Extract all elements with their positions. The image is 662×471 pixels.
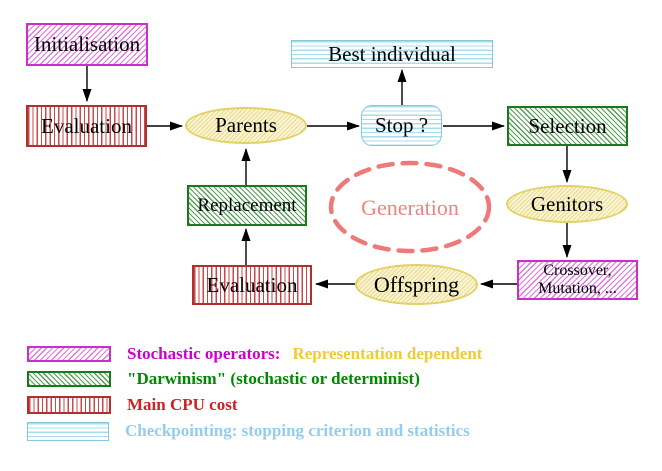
generation-cycle-label: Generation [361,195,459,220]
node-crossover-line1: Crossover, [543,262,612,280]
legend-row-main-cpu-cost: Main CPU cost [27,395,237,415]
node-replacement: Replacement [187,185,307,226]
node-offspring-label: Offspring [373,271,460,297]
node-stop: Stop ? [361,105,442,146]
node-initialisation: Initialisation [26,23,148,66]
legend-row-stochastic-operators: Stochastic operators: Representation dep… [27,344,482,364]
node-initialisation-label: Initialisation [33,32,141,56]
node-evaluation-bottom: Evaluation [192,265,312,305]
legend-swatch-magenta-hatch [27,346,111,362]
node-evaluation-top: Evaluation [26,105,147,147]
node-best-individual: Best individual [291,40,493,68]
node-genitors: Genitors [506,185,628,223]
node-selection: Selection [507,106,628,146]
legend-label-representation-dependent: Representation dependent [292,344,483,363]
legend-swatch-red-stripes [27,396,111,414]
legend-label-checkpointing: Checkpointing: stopping criterion and st… [125,421,470,440]
node-parents-label: Parents [215,113,277,137]
node-replacement-label: Replacement [197,195,297,216]
legend-swatch-blue-stripes [27,421,109,441]
node-selection-label: Selection [528,113,607,138]
node-stop-label: Stop ? [374,113,429,137]
node-genitors-label: Genitors [530,191,604,216]
legend-swatch-green-hatch [27,371,111,387]
node-crossover-line2: Mutation, ... [538,280,617,297]
node-parents: Parents [185,107,307,144]
node-crossover-mutation: Crossover, Mutation, ... [517,260,638,300]
node-evaluation-top-label: Evaluation [41,113,132,138]
legend-row-darwinism: "Darwinism" (stochastic or determinist) [27,369,420,389]
legend-label-main-cpu-cost: Main CPU cost [127,395,238,414]
node-offspring: Offspring [355,264,478,305]
legend-label-stochastic-operators: Stochastic operators: [127,344,281,363]
legend-label-darwinism: "Darwinism" (stochastic or determinist) [127,369,420,388]
node-best-individual-label: Best individual [328,41,456,66]
node-evaluation-bottom-label: Evaluation [206,272,298,297]
legend-row-checkpointing: Checkpointing: stopping criterion and st… [27,421,470,441]
